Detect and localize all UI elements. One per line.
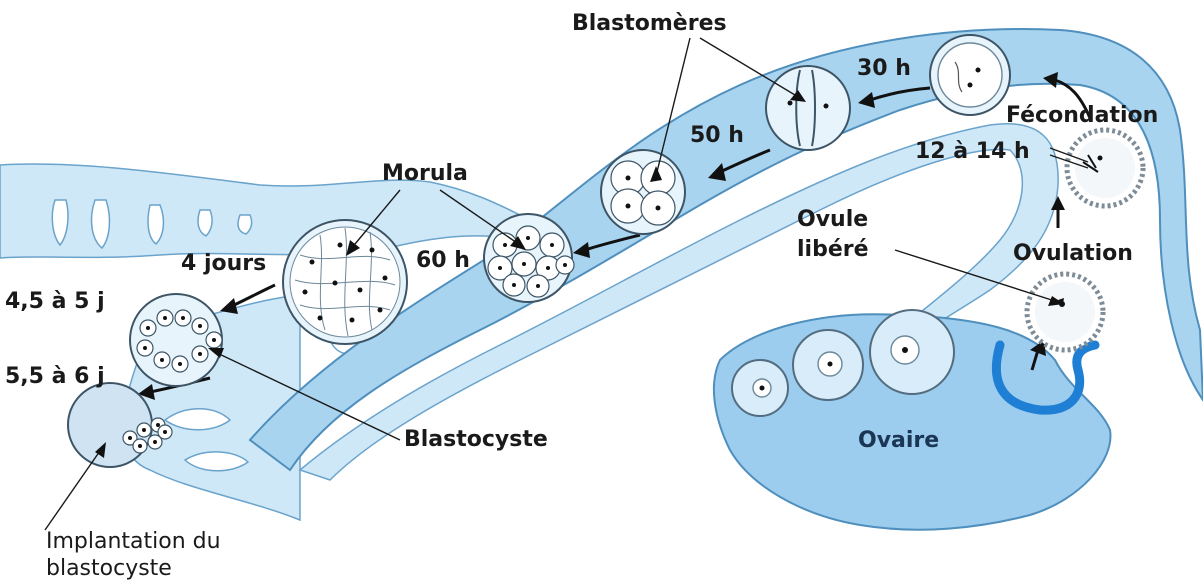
label-implantation: Implantation du bbox=[46, 529, 221, 554]
label-30h: 30 h bbox=[857, 56, 911, 81]
label-ovulation: Ovulation bbox=[1013, 241, 1133, 266]
fertilized-ovum bbox=[1067, 130, 1143, 206]
morula-60h bbox=[484, 214, 574, 302]
label-4-5-5j: 4,5 à 5 j bbox=[5, 289, 105, 314]
two-cell-stage bbox=[766, 66, 850, 150]
label-libere: libéré bbox=[797, 237, 869, 262]
four-cell-stage bbox=[601, 150, 685, 234]
label-60h: 60 h bbox=[416, 248, 470, 273]
label-12-14h: 12 à 14 h bbox=[915, 139, 1030, 164]
label-fecondation: Fécondation bbox=[1006, 103, 1158, 128]
label-implantation-2: blastocyste bbox=[46, 556, 172, 581]
label-ovaire: Ovaire bbox=[858, 428, 939, 453]
label-5-5-6j: 5,5 à 6 j bbox=[5, 364, 105, 389]
label-ovule: Ovule bbox=[797, 207, 868, 232]
label-blastocyste: Blastocyste bbox=[404, 427, 548, 452]
zygote-30h bbox=[930, 35, 1010, 115]
label-50h: 50 h bbox=[690, 123, 744, 148]
label-blastomeres: Blastomères bbox=[572, 11, 727, 36]
released-ovum bbox=[1027, 274, 1103, 350]
morula-4-days bbox=[283, 220, 407, 344]
blastocyst-early bbox=[130, 294, 222, 386]
label-morula: Morula bbox=[382, 161, 468, 186]
label-4-jours: 4 jours bbox=[181, 251, 266, 276]
